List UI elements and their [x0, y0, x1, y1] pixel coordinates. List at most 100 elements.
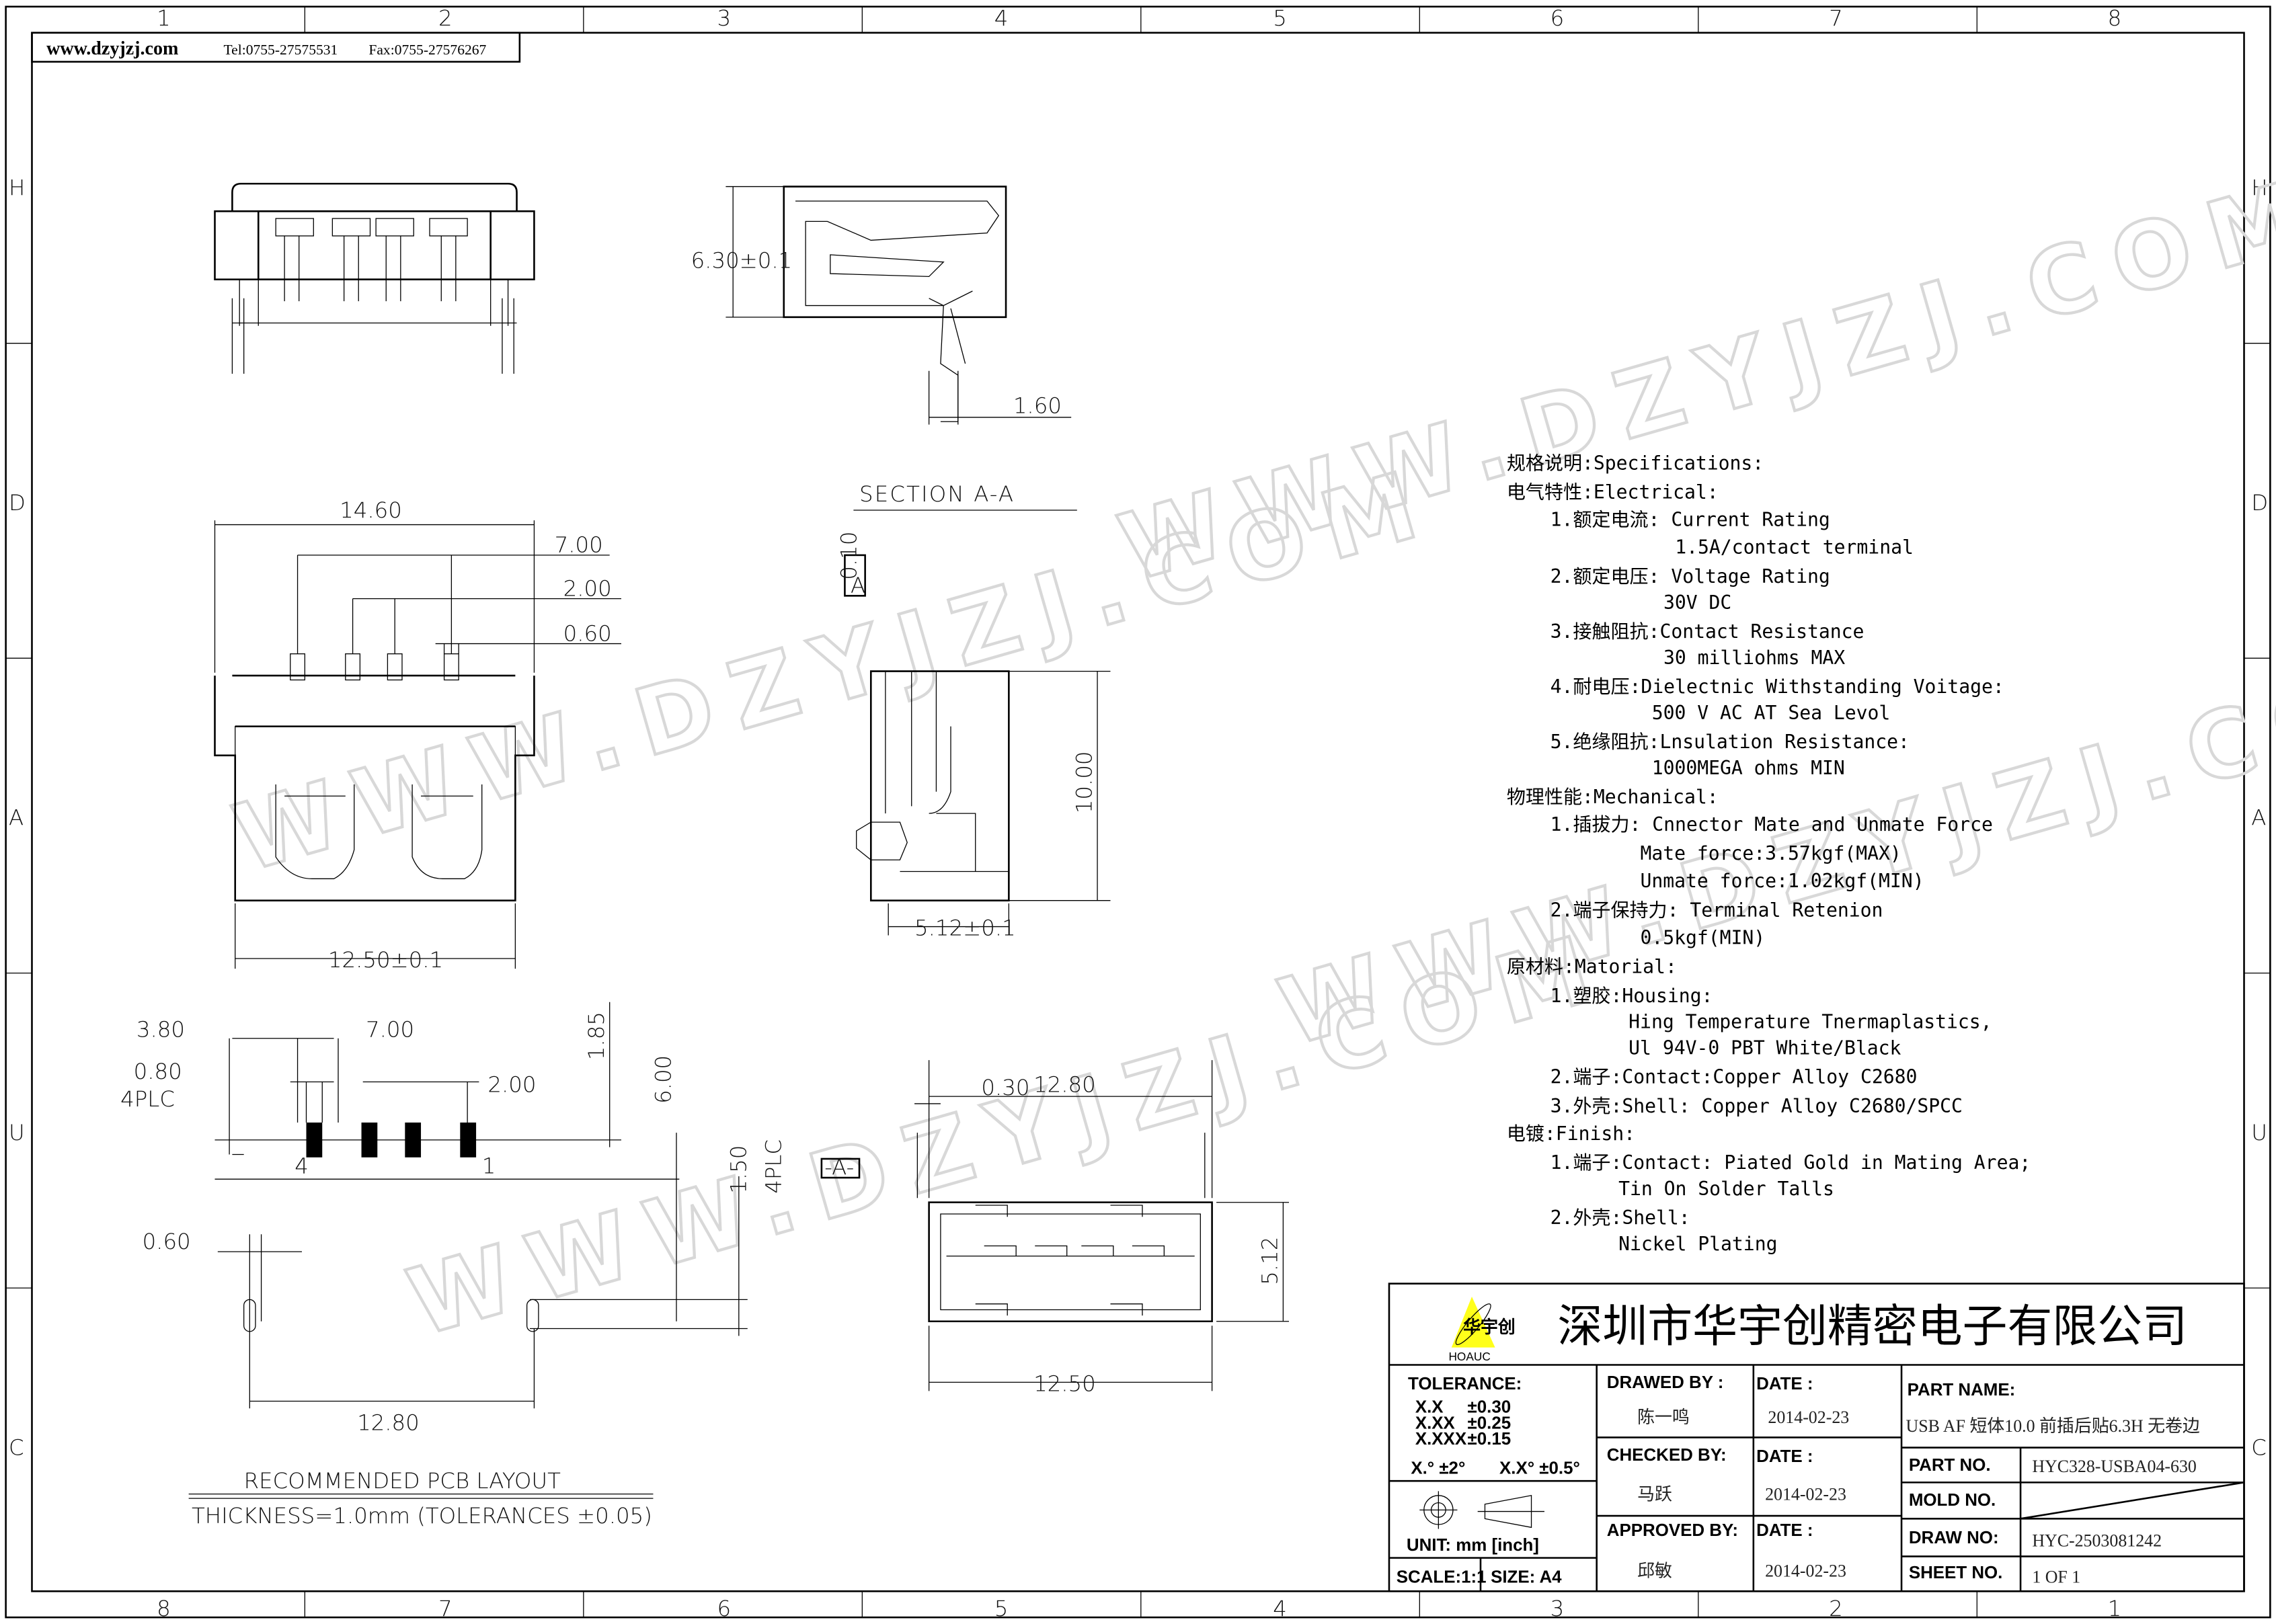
tol-format: X.XXX [1415, 1430, 1467, 1449]
zone-column-bottom: 6 [717, 1596, 731, 1621]
tol-value: ±0.25 [1468, 1414, 1512, 1432]
spec-line: Mate force:3.57kgf(MAX) [1640, 842, 1901, 864]
section-a-a-view: 6.30±0.1 1.60 SECTION A-A [691, 186, 1077, 511]
zone-row-right: D [2251, 490, 2268, 516]
spec-line: 规格说明:Specifications: [1507, 452, 1764, 475]
spec-line: 电气特性:Electrical: [1507, 481, 1719, 503]
spec-line: 3.接触阻抗:Contact Resistance [1551, 620, 1865, 643]
size-label: SIZE: A4 [1491, 1568, 1562, 1586]
date-checked: 2014-02-23 [1765, 1484, 1846, 1504]
zone-row-left: U [9, 1120, 25, 1145]
zone-column-bottom: 1 [2108, 1596, 2122, 1621]
spec-line: 30 milliohms MAX [1663, 647, 1845, 669]
front-face-view: 12.80 0.30 0.30 5.12 12.50 -A- [820, 1060, 1290, 1396]
spec-line: 2.端子保持力: Terminal Retenion [1551, 899, 1883, 921]
front-view-main: 14.60 7.00 2.00 0.60 12.50±0.1 [214, 497, 621, 973]
unit-label: UNIT: mm [inch] [1407, 1536, 1539, 1555]
dim-pcb-380: 3.80 [136, 1017, 185, 1043]
dim-pin-060: 0.60 [563, 620, 612, 646]
zone-column-top: 6 [1551, 5, 1565, 31]
scale-label: SCALE:1:1 [1397, 1568, 1487, 1586]
tol-format: X.XX [1415, 1414, 1456, 1432]
site-url: www.dzyjzj.com [46, 38, 178, 59]
spec-line: 3.外壳:Shell: Copper Alloy C2680/SPCC [1551, 1095, 1963, 1117]
zone-column-top: 3 [717, 5, 731, 31]
zone-column-top: 1 [157, 5, 171, 31]
company-name: 深圳市华宇创精密电子有限公司 [1557, 1301, 2187, 1352]
date-label: DATE : [1756, 1447, 1813, 1466]
checked-by: 马跃 [1637, 1484, 1672, 1504]
zone-row-right: C [2251, 1434, 2267, 1460]
dim-width-1460: 14.60 [340, 497, 402, 523]
spec-line: 1.插拔力: Cnnector Mate and Unmate Force [1551, 813, 1993, 836]
side-view: 0.10 A 10.00 5.12±0.1 [836, 531, 1111, 940]
zone-column-bottom: 7 [438, 1596, 453, 1621]
spec-line: Ul 94V-0 PBT White/Black [1628, 1037, 1901, 1059]
spec-line: 4.耐电压:Dielectnic Withstanding Voitage: [1551, 676, 2004, 698]
date-drawed: 2014-02-23 [1768, 1408, 1849, 1427]
title-block: 华宇创 HOAUC 深圳市华宇创精密电子有限公司 TOLERANCE: X.X … [1388, 1283, 2245, 1592]
zone-column-bottom: 4 [1273, 1596, 1287, 1621]
zone-column-top: 5 [1273, 5, 1287, 31]
zone-column-bottom: 8 [157, 1596, 171, 1621]
angle-tol: X.° ±2° [1411, 1459, 1465, 1477]
spec-line: 1.塑胶:Housing: [1551, 985, 1713, 1007]
logo-text: HOAUC [1448, 1350, 1490, 1363]
spec-line: Nickel Plating [1618, 1233, 1777, 1255]
zone-row-left: C [9, 1434, 24, 1460]
spec-line: 0.5kgf(MIN) [1640, 926, 1765, 948]
dim-pcb-4plc: 4PLC [120, 1086, 175, 1112]
spec-line: 1.5A/contact terminal [1675, 536, 1914, 559]
spec-line: Unmate force:1.02kgf(MIN) [1640, 870, 1924, 892]
drawed-by: 陈一鸣 [1637, 1408, 1690, 1427]
dim-width-1250-tol: 12.50±0.1 [328, 947, 443, 973]
part-name: USB AF 短体10.0 前插后贴6.3H 无卷边 [1906, 1416, 2200, 1436]
pcb-layout-title: RECOMMENDED PCB LAYOUT [244, 1468, 561, 1494]
spec-line: 2.额定电压: Voltage Rating [1551, 565, 1830, 587]
part-no-label: PART NO. [1909, 1456, 1991, 1475]
draw-no-label: DRAW NO: [1909, 1529, 1999, 1547]
zone-row-right: A [2251, 805, 2266, 830]
dim-pin-160: 1.60 [1013, 393, 1062, 418]
zone-column-bottom: 3 [1551, 1596, 1565, 1621]
date-approved: 2014-02-23 [1765, 1561, 1846, 1581]
pcb-layout: 3.80 7.00 0.80 4PLC 2.00 1.85 6.00 1.50 … [120, 1002, 786, 1529]
checked-by-label: CHECKED BY: [1607, 1446, 1727, 1465]
frame [5, 5, 2271, 1619]
approved-by: 邱敏 [1637, 1561, 1672, 1581]
zone-column-top: 7 [1829, 5, 1843, 31]
draw-no: HYC-2503081242 [2032, 1531, 2162, 1550]
flatness-datum: A [851, 573, 865, 598]
flatness-tolerance: 0.10 [836, 531, 862, 579]
dim-height-1000: 10.00 [1071, 751, 1097, 813]
spec-line: 500 V AC AT Sea Levol [1652, 702, 1891, 724]
spec-line: 原材料:Matorial: [1507, 956, 1677, 978]
dim-height-512: 5.12 [1257, 1237, 1283, 1285]
zone-column-bottom: 2 [1829, 1596, 1843, 1621]
sheet-no-label: SHEET NO. [1909, 1564, 2003, 1582]
angle-tol-fine: X.X° ±0.5° [1499, 1459, 1580, 1477]
dim-depth-512-tol: 5.12±0.1 [914, 915, 1016, 940]
spec-line: Hing Temperature Tnermaplastics, [1628, 1011, 1992, 1033]
contact-header: www.dzyjzj.com Tel:0755-27575531 Fax:075… [31, 32, 521, 63]
dim-shell-030-label: 0.30 [981, 1075, 1029, 1100]
zone-row-left: H [9, 175, 25, 201]
spec-line: 电镀:Finish: [1507, 1123, 1635, 1145]
zone-column-bottom: 5 [994, 1596, 1009, 1621]
date-label: DATE : [1756, 1375, 1813, 1393]
date-label: DATE : [1756, 1521, 1813, 1540]
section-label: SECTION A-A [859, 481, 1015, 507]
spec-line: 1.额定电流: Current Rating [1551, 509, 1830, 531]
zone-row-right: H [2251, 175, 2267, 201]
dim-pcb-080: 0.80 [134, 1059, 182, 1084]
zone-row-left: A [9, 805, 24, 830]
front-view-top [214, 182, 535, 374]
pin-1-label: 1 [482, 1153, 496, 1179]
datum-a: -A- [824, 1155, 854, 1180]
tolerance-label: TOLERANCE: [1408, 1375, 1522, 1393]
sheet-no: 1 OF 1 [2032, 1567, 2080, 1586]
zone-column-top: 8 [2108, 5, 2122, 31]
spec-line: 2.外壳:Shell: [1551, 1207, 1690, 1229]
dim-pitch-700: 7.00 [555, 532, 603, 558]
